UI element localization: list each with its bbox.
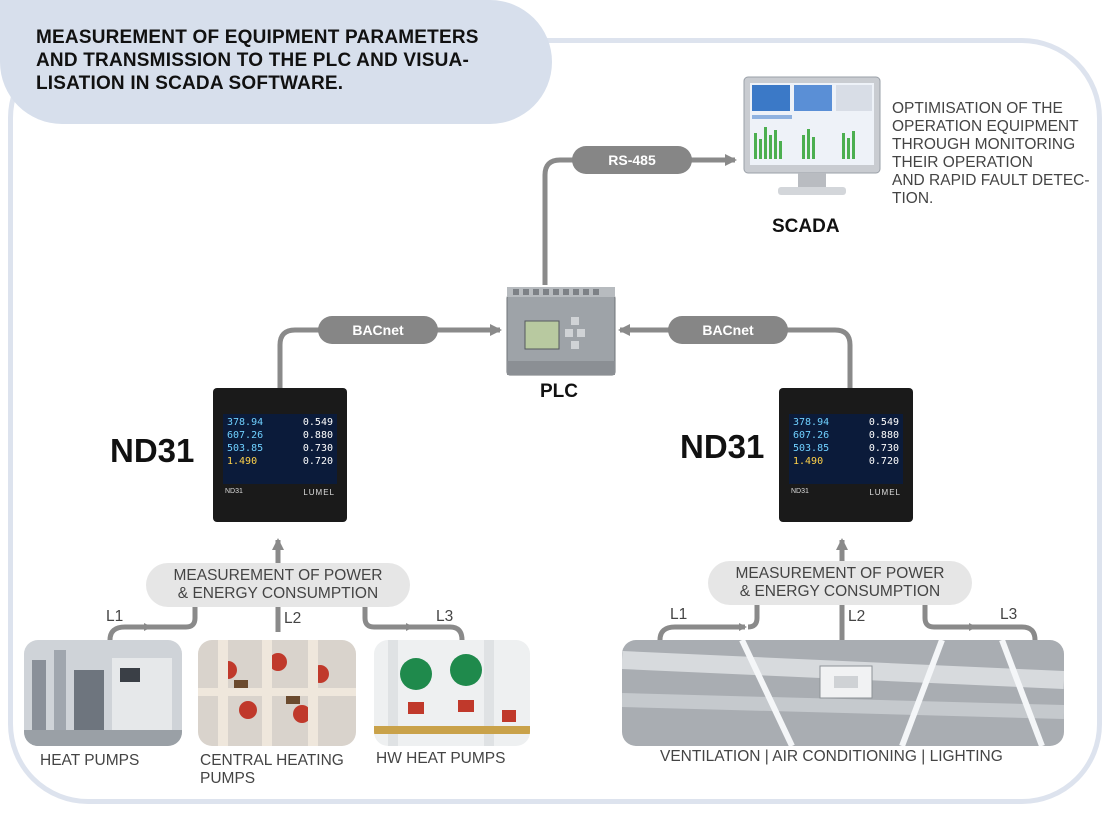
central-heating-label: CENTRAL HEATING PUMPS [200, 752, 344, 788]
central-heating-pumps-image [198, 640, 356, 746]
meter-model: ND31 [225, 488, 243, 495]
meter-reading: 0.730 [868, 443, 899, 454]
meter-reading: 0.720 [868, 456, 899, 467]
meter-left-screen: 378.94 0.549 607.26 0.880 503.85 0.730 1… [223, 414, 337, 484]
meter-left-device: 378.94 0.549 607.26 0.880 503.85 0.730 1… [213, 388, 347, 522]
left-l1-line [107, 623, 152, 641]
plc-device-icon [506, 287, 616, 376]
scada-description-line: OPTIMISATION OF THE [892, 100, 1063, 117]
ventilation-image [622, 640, 1064, 746]
scada-label: SCADA [772, 216, 840, 237]
scada-description-line: AND RAPID FAULT DETEC- [892, 172, 1090, 189]
measurement-line: & ENERGY CONSUMPTION [177, 585, 379, 602]
phase-l2-right: L2 [848, 608, 866, 625]
central-heating-line: CENTRAL HEATING [200, 752, 344, 769]
phase-l3-left: L3 [436, 608, 454, 625]
scada-description-line: TION. [892, 190, 934, 207]
meter-right-device: 378.94 0.549 607.26 0.880 503.85 0.730 1… [779, 388, 913, 522]
measurement-line: MEASUREMENT OF POWER [735, 565, 945, 582]
scada-description-line: THROUGH MONITORING [892, 136, 1076, 153]
meter-brand: LUMEL [303, 488, 335, 497]
scada-description-line: THEIR OPERATION [892, 154, 1033, 171]
right-l1-join [747, 600, 760, 630]
meter-reading: 0.549 [302, 417, 333, 428]
rs485-line [542, 154, 737, 285]
meter-reading: 0.720 [302, 456, 333, 467]
meter-reading: 378.94 [227, 417, 264, 428]
diagram-title: MEASUREMENT OF EQUIPMENT PARAMETERS AND … [36, 27, 479, 94]
scada-monitor-icon [743, 76, 881, 195]
meter-reading: 0.730 [302, 443, 333, 454]
meter-right-screen: 378.94 0.549 607.26 0.880 503.85 0.730 1… [789, 414, 903, 484]
bacnet-left-line [277, 324, 502, 390]
left-l3-line [362, 600, 414, 631]
diagram-frame [8, 38, 1102, 804]
ventilation-label: VENTILATION | AIR CONDITIONING | LIGHTIN… [660, 748, 1003, 765]
meter-brand: LUMEL [869, 488, 901, 497]
right-l3-line [922, 600, 977, 631]
right-l3-drop [975, 624, 1038, 641]
meter-reading: 0.549 [868, 417, 899, 428]
measurement-line: & ENERGY CONSUMPTION [739, 583, 941, 600]
meter-reading: 503.85 [793, 443, 830, 454]
meter-reading: 607.26 [227, 430, 264, 441]
phase-l1-left: L1 [106, 608, 124, 625]
phase-l3-right: L3 [1000, 606, 1018, 623]
hw-heat-pumps-image [374, 640, 530, 746]
central-heating-line: PUMPS [200, 770, 256, 787]
meter-reading: 503.85 [227, 443, 264, 454]
plc-label: PLC [540, 381, 578, 402]
heat-pumps-image [24, 640, 182, 746]
right-l1-line [657, 623, 747, 641]
bacnet-right-line [618, 324, 853, 390]
rs485-pill: RS-485 [572, 146, 692, 174]
meter-reading: 1.490 [793, 456, 824, 467]
meter-left-label: ND31 [110, 432, 195, 469]
phase-l1-right: L1 [670, 606, 688, 623]
phase-l2-left: L2 [284, 610, 302, 627]
meter-reading: 0.880 [302, 430, 333, 441]
meter-reading: 1.490 [227, 456, 258, 467]
left-l3-drop [412, 624, 465, 641]
meter-right-label: ND31 [680, 428, 765, 465]
scada-description: OPTIMISATION OF THE OPERATION EQUIPMENT … [892, 100, 1102, 208]
meter-reading: 607.26 [793, 430, 830, 441]
title-banner [0, 0, 552, 124]
meter-model: ND31 [791, 488, 809, 495]
measurement-line: MEASUREMENT OF POWER [173, 567, 383, 584]
heat-pumps-label: HEAT PUMPS [40, 752, 140, 769]
meter-reading: 0.880 [868, 430, 899, 441]
measurement-left: MEASUREMENT OF POWER & ENERGY CONSUMPTIO… [146, 563, 410, 607]
bacnet-left-pill: BACnet [318, 316, 438, 344]
meter-reading: 378.94 [793, 417, 830, 428]
bacnet-right-pill: BACnet [668, 316, 788, 344]
scada-description-line: OPERATION EQUIPMENT [892, 118, 1079, 135]
measurement-right: MEASUREMENT OF POWER & ENERGY CONSUMPTIO… [708, 561, 972, 605]
left-l1-join [150, 600, 198, 630]
hw-heat-pumps-label: HW HEAT PUMPS [376, 750, 506, 767]
